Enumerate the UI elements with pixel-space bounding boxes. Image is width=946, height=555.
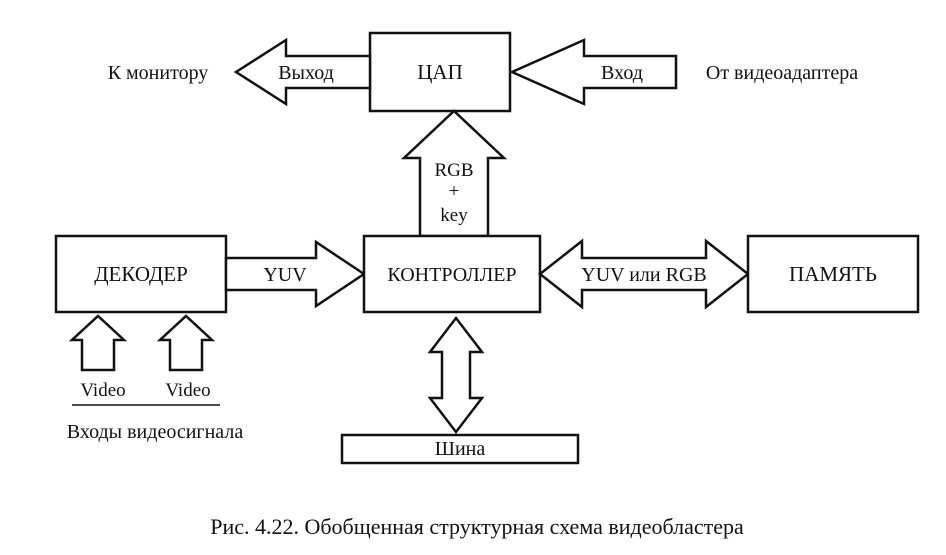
decoder-block: [54, 234, 228, 314]
video-inputs-label: Входы видеосигнала: [67, 421, 244, 443]
controller-label: КОНТРОЛЛЕР: [387, 264, 516, 286]
yuv-arrow: [224, 239, 367, 309]
video-label-2: Video: [165, 380, 210, 401]
video-input-arrow-1: [68, 314, 128, 372]
video-input-arrow-2: [156, 314, 216, 372]
rgb-key-label-line3: key: [440, 205, 468, 226]
yuv-or-rgb-label: YUV или RGB: [581, 264, 706, 286]
yuv-arrow-label: YUV: [263, 264, 307, 286]
bus-block: [340, 433, 580, 465]
dac-label: ЦАП: [417, 60, 463, 84]
bus-arrow: [427, 315, 485, 435]
bus-label: Шина: [435, 438, 486, 460]
output-arrow-label: Выход: [278, 62, 334, 84]
output-arrow: [233, 37, 372, 107]
to-monitor-label: К монитору: [108, 62, 209, 84]
video-label-1: Video: [80, 380, 125, 401]
memory-label: ПАМЯТЬ: [789, 262, 877, 286]
memory-block: [746, 234, 920, 314]
input-arrow: [508, 38, 678, 106]
decoder-label: ДЕКОДЕР: [94, 262, 188, 286]
from-adapter-label: От видеоадаптера: [706, 62, 858, 84]
rgb-key-label-line1: RGB: [434, 160, 473, 181]
input-arrow-label: Вход: [601, 62, 643, 84]
figure-caption: Рис. 4.22. Обобщенная структурная схема …: [210, 514, 744, 539]
rgb-key-label-line2: +: [449, 181, 460, 202]
rgb-key-arrow: [400, 109, 508, 238]
